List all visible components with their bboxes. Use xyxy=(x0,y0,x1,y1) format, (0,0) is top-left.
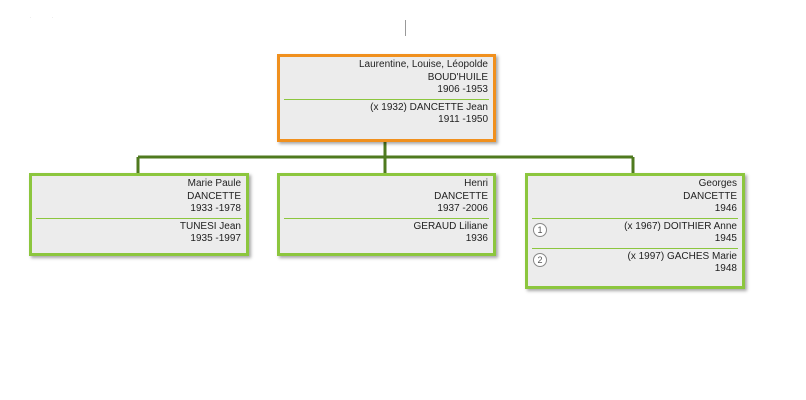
spouse-name: (x 1967) DOITHIER Anne xyxy=(624,220,737,232)
section-divider xyxy=(36,217,242,219)
root-spouse-section[interactable]: (x 1932) DANCETTE Jean 1911 -1950 xyxy=(280,100,493,129)
spouse-number-badge: 1 xyxy=(533,222,547,237)
spouse-name: GERAUD Liliane xyxy=(413,220,488,232)
section-divider xyxy=(284,217,489,219)
child-person-section: Marie Paule DANCETTE 1933 -1978 xyxy=(32,176,246,218)
corner-mark: · xyxy=(30,15,32,20)
root-given-names: Laurentine, Louise, Léopolde xyxy=(359,59,488,70)
root-person-box[interactable]: Laurentine, Louise, Léopolde BOUD'HUILE … xyxy=(277,54,496,142)
child-person-section: Henri DANCETTE 1937 -2006 xyxy=(280,176,493,218)
spouse-number-badge: 2 xyxy=(533,252,547,267)
child-surname: DANCETTE xyxy=(187,190,241,202)
root-dates: 1906 -1953 xyxy=(437,84,488,95)
child-given-name: Georges xyxy=(698,178,737,189)
corner-mark: · xyxy=(52,15,54,20)
child-surname: DANCETTE xyxy=(683,190,737,202)
spouse-name: TUNESI Jean xyxy=(179,220,241,232)
section-divider xyxy=(532,247,738,249)
child-dates: 1933 -1978 xyxy=(190,203,241,214)
root-surname: BOUD'HUILE xyxy=(427,71,488,83)
section-divider xyxy=(284,98,489,100)
child-spouse-section[interactable]: GERAUD Liliane 1936 xyxy=(280,219,493,248)
root-person-section: Laurentine, Louise, Léopolde BOUD'HUILE … xyxy=(280,57,493,99)
child-dates: 1937 -2006 xyxy=(437,203,488,214)
top-tick xyxy=(405,20,406,36)
child-spouse-section[interactable]: TUNESI Jean 1935 -1997 xyxy=(32,219,246,248)
root-spouse-name: (x 1932) DANCETTE Jean xyxy=(370,101,488,113)
child-box-georges[interactable]: Georges DANCETTE 1946 1 (x 1967) DOITHIE… xyxy=(525,173,745,289)
child-given-name: Henri xyxy=(464,178,488,189)
child-person-section: Georges DANCETTE 1946 xyxy=(528,176,742,218)
child-spouse-section-1[interactable]: 1 (x 1967) DOITHIER Anne 1945 xyxy=(528,219,742,248)
child-given-name: Marie Paule xyxy=(187,178,241,189)
spouse-name: (x 1997) GACHES Marie xyxy=(627,250,737,262)
child-box-marie-paule[interactable]: Marie Paule DANCETTE 1933 -1978 TUNESI J… xyxy=(29,173,249,256)
spouse-dates: 1936 xyxy=(465,233,488,244)
spouse-dates: 1935 -1997 xyxy=(190,233,241,244)
child-dates: 1946 xyxy=(714,203,737,214)
child-box-henri[interactable]: Henri DANCETTE 1937 -2006 GERAUD Liliane… xyxy=(277,173,496,256)
spouse-dates: 1945 xyxy=(714,233,737,244)
child-spouse-section-2[interactable]: 2 (x 1997) GACHES Marie 1948 xyxy=(528,249,742,278)
spouse-dates: 1948 xyxy=(714,263,737,274)
root-spouse-dates: 1911 -1950 xyxy=(438,114,488,125)
section-divider xyxy=(532,217,738,219)
child-surname: DANCETTE xyxy=(434,190,488,202)
